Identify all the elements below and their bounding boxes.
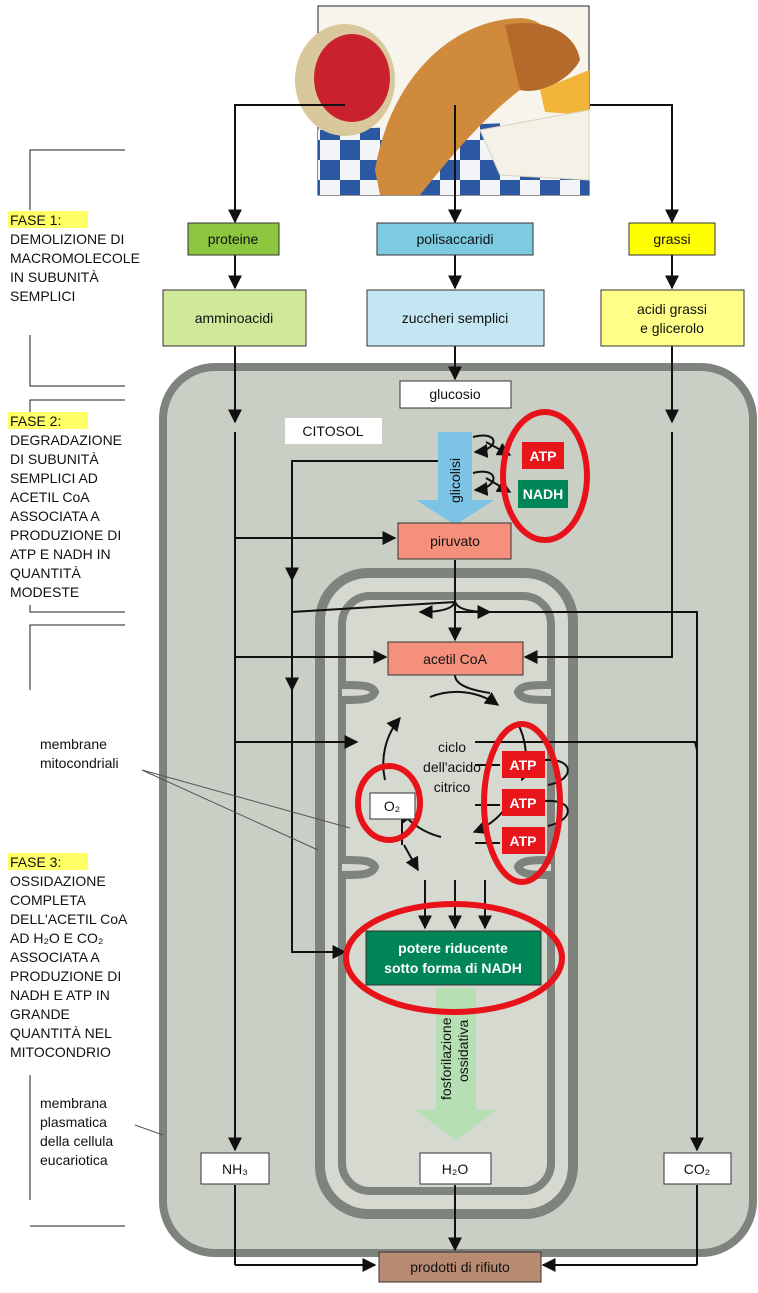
phase-1-highlight <box>8 211 88 228</box>
mitochondrion <box>315 568 578 1219</box>
citosol-label: CITOSOL <box>302 423 363 439</box>
phase-3-line-5: ASSOCIATA A <box>10 949 100 965</box>
acetil-coa-label: acetil CoA <box>423 651 487 667</box>
nh3-label: NH₃ <box>222 1161 248 1177</box>
phase-2-highlight <box>8 412 88 429</box>
citosol-box <box>285 418 382 444</box>
acidi-grassi-box <box>600 289 745 347</box>
co2-label: CO₂ <box>684 1161 710 1177</box>
phase-3-title: FASE 3: <box>10 854 61 870</box>
phase-1-line-3: IN SUBUNITÀ <box>10 269 99 285</box>
phase-2-line-3: SEMPLICI AD <box>10 470 98 486</box>
phase-3-line-2: COMPLETA <box>10 892 87 908</box>
phase-3-line-8: GRANDE <box>10 1006 70 1022</box>
polisaccaridi-box <box>376 222 534 256</box>
phase-3-line-7: NADH E ATP IN <box>10 987 110 1003</box>
prodotti-box <box>378 1251 542 1283</box>
potere-line-2: sotto forma di NADH <box>384 960 522 976</box>
plasma-membrane-line-2: plasmatica <box>40 1114 107 1130</box>
glycolysis-arrow <box>416 432 494 525</box>
ciclo-line-3: citrico <box>434 779 471 795</box>
acidi-grassi-line-1: acidi grassi <box>637 301 707 317</box>
phase-2-line-7: ATP E NADH IN <box>10 546 111 562</box>
atp-label-1: ATP <box>510 757 537 773</box>
plasma-membrane-line-3: della cellula <box>40 1133 113 1149</box>
ciclo-line-2: dell'acido <box>423 759 481 775</box>
glicolisi-label: glicolisi <box>447 458 463 503</box>
phase-1-line-1: DEMOLIZIONE DI <box>10 231 124 247</box>
phase-3-line-6: PRODUZIONE DI <box>10 968 121 984</box>
h2o-label: H₂O <box>442 1161 469 1177</box>
atp-label-glycolysis: ATP <box>530 448 557 464</box>
phase-2-line-5: ASSOCIATA A <box>10 508 100 524</box>
piruvato-box <box>397 522 512 560</box>
potere-riducente-box <box>365 930 542 986</box>
mito-membranes-line-1: membrane <box>40 736 107 752</box>
phase-3-highlight <box>8 853 88 870</box>
mito-membranes-line-2: mitocondriali <box>40 755 119 771</box>
o2-box <box>369 792 416 820</box>
oxidative-phosphorylation-arrow <box>415 988 497 1140</box>
atp-label-2: ATP <box>510 795 537 811</box>
fosforilazione-line-1: fosforilazione <box>438 1017 454 1100</box>
ciclo-line-1: ciclo <box>438 739 466 755</box>
phase-2-line-6: PRODUZIONE DI <box>10 527 121 543</box>
membrane-pointers <box>134 769 351 1136</box>
proteine-box <box>187 222 280 256</box>
phase-3-line-1: OSSIDAZIONE <box>10 873 106 889</box>
phase-1-line-4: SEMPLICI <box>10 288 75 304</box>
prodotti-label: prodotti di rifiuto <box>410 1259 510 1275</box>
highlight-rings <box>343 409 590 1015</box>
grassi-box <box>628 222 716 256</box>
glucosio-label: glucosio <box>429 386 481 402</box>
amminoacidi-label: amminoacidi <box>195 310 274 326</box>
atp-badge-glycolysis <box>522 442 564 469</box>
plasma-membrane-line-4: eucariotica <box>40 1152 108 1168</box>
glucosio-box <box>399 380 512 409</box>
phase-2-line-1: DEGRADAZIONE <box>10 432 122 448</box>
o2-label: O₂ <box>384 798 400 814</box>
polisaccaridi-label: polisaccaridi <box>416 231 493 247</box>
potere-line-1: potere riducente <box>398 940 508 956</box>
phase-3-line-3: DELL'ACETIL CoA <box>10 911 128 927</box>
co2-box <box>663 1152 732 1185</box>
phase-2-line-4: ACETIL CoA <box>10 489 90 505</box>
phase-1-line-2: MACROMOLECOLE <box>10 250 140 266</box>
phase-3-line-10: MITOCONDRIO <box>10 1044 111 1060</box>
phase-2-line-8: QUANTITÀ <box>10 565 81 581</box>
atp-badge-2 <box>502 789 545 816</box>
nh3-box <box>200 1152 270 1185</box>
acetil-coa-box <box>387 641 524 676</box>
phase-1-title: FASE 1: <box>10 212 61 228</box>
food-illustration <box>295 5 590 196</box>
phase-2-title: FASE 2: <box>10 413 61 429</box>
h2o-box <box>419 1152 492 1185</box>
acidi-grassi-line-2: e glicerolo <box>640 320 704 336</box>
phase-2-line-2: DI SUBUNITÀ <box>10 451 99 467</box>
amminoacidi-box <box>162 289 307 347</box>
pathway-arrows <box>228 104 704 1272</box>
phase-brackets <box>29 149 125 1227</box>
zuccheri-box <box>366 289 545 347</box>
proteine-label: proteine <box>208 231 259 247</box>
phase-2-line-9: MODESTE <box>10 584 79 600</box>
phase-3-line-9: QUANTITÀ NEL <box>10 1025 112 1041</box>
piruvato-label: piruvato <box>430 533 480 549</box>
atp-label-3: ATP <box>510 833 537 849</box>
nadh-label-glycolysis: NADH <box>523 486 563 502</box>
atp-badge-3 <box>502 827 545 854</box>
nadh-badge-glycolysis <box>518 480 568 508</box>
grassi-label: grassi <box>653 231 690 247</box>
zuccheri-label: zuccheri semplici <box>402 310 509 326</box>
atp-badge-1 <box>502 751 545 778</box>
phase-3-line-4: AD H₂O E CO₂ <box>10 930 103 946</box>
fosforilazione-line-2: ossidativa <box>455 1020 471 1082</box>
plasma-membrane-line-1: membrana <box>40 1095 107 1111</box>
